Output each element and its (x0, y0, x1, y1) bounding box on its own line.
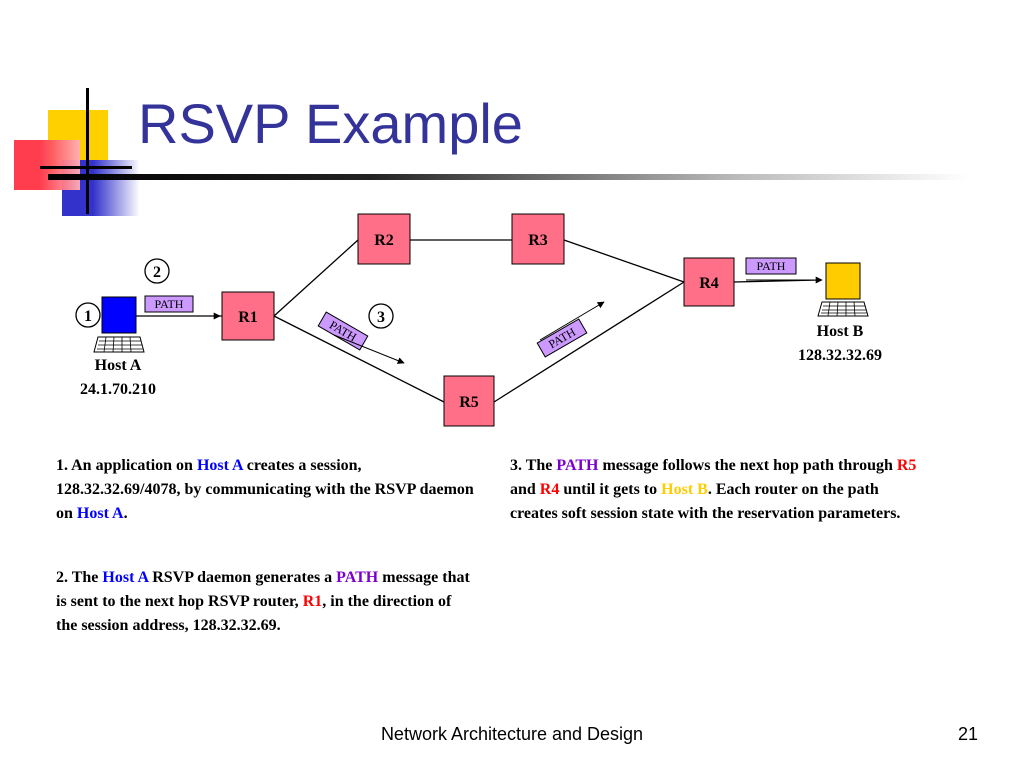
svg-text:1: 1 (84, 308, 92, 325)
deco-horizontal-line (40, 166, 132, 169)
step-2-description: 2. The Host A RSVP daemon generates a PA… (56, 569, 470, 634)
router-r4: R4 (683, 257, 735, 307)
link-r3-r4 (563, 239, 685, 283)
host-b-computer-icon (817, 262, 869, 317)
step-marker-1: 1 (75, 302, 101, 328)
router-r3: R3 (511, 213, 565, 265)
host-a-name: Host A (95, 357, 142, 374)
step-marker-3: 3 (368, 303, 394, 329)
deco-red-square (14, 140, 80, 190)
svg-text:3: 3 (377, 309, 385, 326)
path-arrow-r5-r4 (539, 301, 605, 341)
host-b-name: Host B (817, 323, 864, 340)
link-r1-r2 (273, 239, 359, 317)
slide-title: RSVP Example (138, 92, 523, 155)
path-message-r5-r4: PATH (536, 318, 588, 358)
path-message-r4-hostb: PATH (745, 257, 823, 284)
host-a-computer-icon (93, 296, 145, 353)
router-r2: R2 (357, 213, 411, 265)
slide-page-number: 21 (957, 724, 978, 744)
path-message-r1-r5: PATH (317, 311, 369, 351)
svg-text:PATH: PATH (757, 259, 786, 273)
router-r1-label: R1 (238, 309, 258, 326)
link-r1-r5 (273, 315, 445, 403)
router-r1: R1 (221, 291, 275, 341)
path-message-hosta-r1: PATH (140, 295, 221, 320)
router-r5: R5 (443, 375, 495, 427)
step-3-description: 3. The PATH message follows the next hop… (510, 457, 917, 522)
router-r2-label: R2 (374, 232, 394, 249)
path-arrow-r1-r5 (333, 334, 405, 364)
deco-vertical-line (86, 88, 89, 214)
router-r3-label: R3 (528, 232, 548, 249)
host-b-address: 128.32.32.69 (798, 347, 882, 364)
title-underline (48, 174, 968, 180)
link-r5-r4 (493, 281, 685, 403)
step-1-description: 1. An application on Host A creates a se… (56, 457, 474, 522)
slide-footer: Network Architecture and Design (380, 724, 644, 744)
svg-text:PATH: PATH (155, 297, 184, 311)
router-r4-label: R4 (699, 275, 719, 292)
svg-text:2: 2 (153, 264, 161, 281)
step-marker-2: 2 (144, 258, 170, 284)
router-r5-label: R5 (459, 394, 479, 411)
host-a-address: 24.1.70.210 (80, 381, 156, 398)
